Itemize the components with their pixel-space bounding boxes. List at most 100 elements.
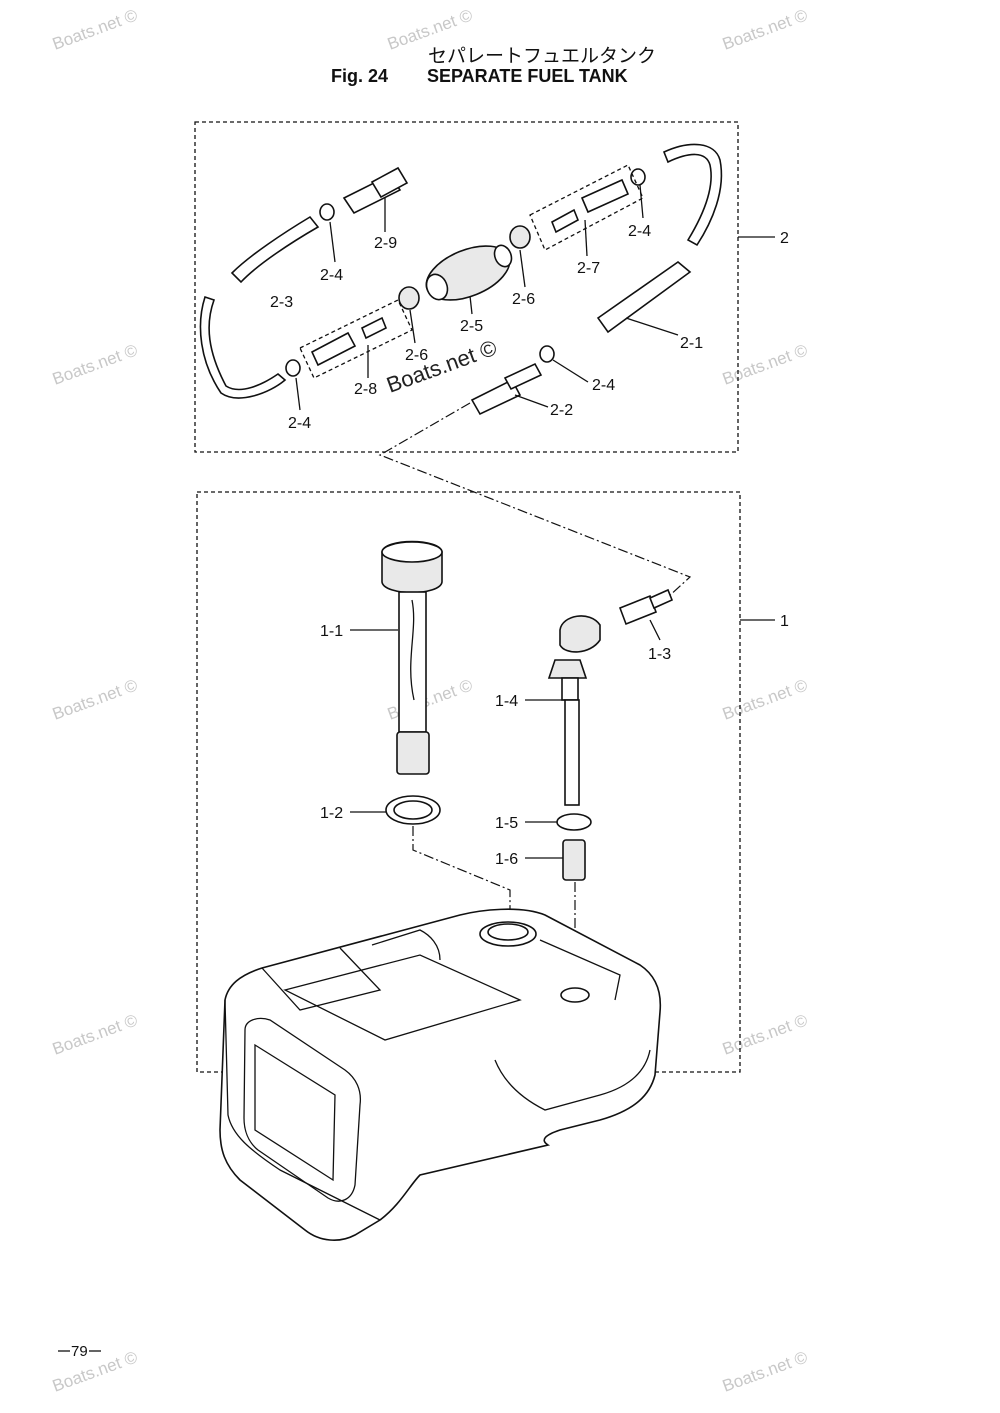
filler-neck-inner [487,923,529,941]
label-1-3: 1-3 [648,646,671,663]
fuel-gauge-base [396,731,430,775]
clamp-2-4 [539,345,555,363]
clamp-2-4 [630,168,646,186]
label-2-7: 2-7 [577,260,600,277]
fuel-elbow [559,615,601,653]
leader [295,377,301,411]
filter-1-6 [562,839,586,881]
connection-line [378,402,692,598]
fuel-tank-rim [494,1049,651,1111]
hose-2-1-lower [596,260,692,334]
hose-2-3 [230,215,320,284]
label-1-2: 1-2 [320,805,343,822]
label-2-4: 2-4 [592,377,615,394]
hose-labels: 2-9 2-4 2-3 2-4 2-7 2-6 2-5 2-1 2-6 2-8 … [270,184,703,432]
tank-labels: 1-1 1-3 1-4 1-2 1-5 1-6 [320,619,671,868]
watermark: Boats.net © [720,1347,811,1395]
connector-2-2 [470,378,522,416]
primer-bulb-end [493,244,513,268]
label-2-6: 2-6 [512,291,535,308]
group-label-2: 2 [780,230,789,247]
leader [519,249,526,288]
fuel-tank-front-panel [243,1017,362,1202]
label-2-4: 2-4 [320,267,343,284]
title-japanese: セパレートフュエルタンク [428,45,656,67]
leader [514,394,549,408]
label-2-4: 2-4 [288,415,311,432]
label-2-8: 2-8 [354,381,377,398]
label-2-2: 2-2 [550,402,573,419]
label-1-6: 1-6 [495,851,518,868]
leader [649,619,661,641]
group-label-1: 1 [780,613,789,630]
connector-1-3-tip [648,588,674,610]
pickup-thread [561,677,579,701]
label-2-9: 2-9 [374,235,397,252]
leader [409,309,416,344]
label-1-5: 1-5 [495,815,518,832]
check-valve-2-8 [310,331,357,367]
fuel-tank-side-edge [224,999,381,1221]
leader [329,221,336,263]
page-number: 79 [71,1343,88,1360]
fuel-gauge-float [410,599,415,701]
label-2-3: 2-3 [270,294,293,311]
clamp-2-4 [319,203,335,221]
watermark: Boats.net © [720,5,811,53]
watermarks: Boats.net © Boats.net © Boats.net © Boat… [50,5,811,1395]
fuel-tank-top-panel [261,947,382,1011]
fuel-tank-step [539,939,621,1001]
label-2-6: 2-6 [405,347,428,364]
fuel-tank-recess [283,954,522,1041]
hose-assembly-parts [199,143,723,416]
label-1-1: 1-1 [320,623,343,640]
watermark: Boats.net © [720,675,811,723]
pickup-nut [547,659,588,679]
fuel-tank-front-inner [254,1043,336,1182]
label-2-4: 2-4 [628,223,651,240]
primer-bulb-end [425,273,449,301]
check-valve-2-7-inner [550,208,580,234]
leader [469,295,473,315]
fuel-tank-handle [371,929,441,961]
watermark: Boats.net © [720,340,811,388]
fuel-gauge-tube [398,591,427,733]
connector-2-2-body [503,362,543,391]
watermark: Boats.net © [50,675,141,723]
o-ring-1-5 [556,813,592,831]
figure-number: Fig. 24 [331,66,388,86]
leader [625,317,679,336]
fuel-gauge-cap-top [381,541,443,563]
watermark: Boats.net © [50,5,141,53]
dashed-group-2-8 [299,299,413,379]
fuel-tank-body [219,908,662,1241]
label-2-1: 2-1 [680,335,703,352]
clamp-2-4 [285,359,301,377]
watermark: Boats.net © [50,340,141,388]
page-title: SEPARATE FUEL TANK [427,66,628,86]
hose-2-1-upper [662,143,723,247]
label-1-4: 1-4 [495,693,518,710]
connector-1-3 [618,594,658,626]
hose-assembly-box [194,121,739,453]
leader [552,359,589,383]
sleeve-2-6 [398,286,420,310]
tank-assembly-parts [219,540,674,1241]
sleeve-2-6 [509,225,531,249]
watermark: Boats.net © [50,1010,141,1058]
hose-2-3-lower [199,295,287,399]
dashed-group-2-7 [529,164,644,251]
connector-2-9-body [370,166,409,199]
gasket-1-2-inner [393,800,433,820]
watermark: Boats.net © [720,1010,811,1058]
outlet-hole [560,987,590,1003]
check-valve-2-8-inner [360,316,388,340]
watermark: Boats.net © [50,1347,141,1395]
tank-assembly-box [196,491,741,1073]
watermark-center: Boats.net © [383,335,500,398]
label-2-5: 2-5 [460,318,483,335]
check-valve-2-7 [580,178,630,214]
leader [639,184,644,219]
pickup-tube-1-4 [564,699,580,806]
